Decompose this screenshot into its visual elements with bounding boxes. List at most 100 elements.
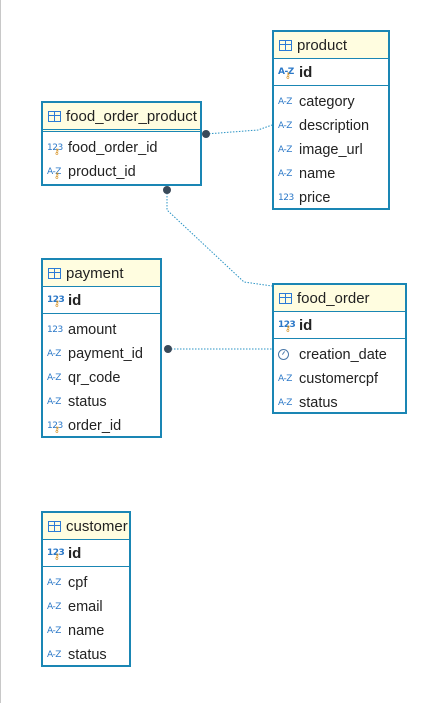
- column-name: id: [299, 316, 313, 334]
- table-title: payment: [66, 264, 124, 282]
- string-type-icon: A-Z: [278, 169, 292, 179]
- primary-key-row[interactable]: A-Z⚷ id: [274, 59, 388, 86]
- table-header[interactable]: product: [274, 32, 388, 59]
- column-name: status: [68, 647, 107, 663]
- edge-endpoint-dot: [164, 345, 172, 353]
- table-header[interactable]: payment: [43, 260, 160, 287]
- table-food-order[interactable]: food_order 123⚷ id creation_date A-Z cust…: [272, 283, 407, 414]
- numeric-key-type-icon: 123⚷: [47, 421, 63, 434]
- column-row[interactable]: A-Z status: [43, 390, 160, 414]
- numeric-type-icon: 123⚷: [47, 295, 65, 308]
- table-icon: [48, 267, 61, 279]
- column-name: description: [299, 118, 370, 134]
- string-type-icon: A-Z: [47, 602, 61, 612]
- column-row[interactable]: A-Z category: [274, 90, 388, 114]
- column-name: status: [299, 395, 338, 411]
- column-name: category: [299, 94, 355, 110]
- column-row[interactable]: A-Z email: [43, 595, 129, 619]
- primary-key-row[interactable]: 123⚷ id: [274, 312, 405, 339]
- key-icon: ⚷: [285, 71, 291, 80]
- column-row[interactable]: 123 amount: [43, 318, 160, 342]
- column-row[interactable]: A-Z name: [274, 162, 388, 186]
- table-icon: [279, 292, 292, 304]
- table-title: product: [297, 36, 348, 54]
- column-row[interactable]: 123⚷ food_order_id: [43, 136, 200, 160]
- column-name: id: [68, 544, 82, 562]
- column-row[interactable]: A-Z⚷ product_id: [43, 160, 200, 184]
- edge-food-order-product-to-product: [205, 124, 273, 135]
- string-type-icon: A-Z: [278, 398, 292, 408]
- key-icon: ⚷: [54, 147, 60, 156]
- column-row[interactable]: 123 price: [274, 186, 388, 210]
- numeric-type-icon: 123: [278, 193, 294, 203]
- numeric-type-icon: 123⚷: [278, 320, 296, 333]
- table-title: food_order: [297, 289, 370, 307]
- table-header[interactable]: food_order_product: [43, 103, 200, 132]
- numeric-key-type-icon: 123⚷: [47, 143, 63, 156]
- table-header[interactable]: customer: [43, 513, 129, 540]
- column-row[interactable]: A-Z name: [43, 619, 129, 643]
- column-row[interactable]: A-Z status: [43, 643, 129, 667]
- string-type-icon: A-Z⚷: [278, 67, 294, 80]
- column-name: customercpf: [299, 371, 378, 387]
- key-icon: ⚷: [285, 324, 291, 333]
- column-row[interactable]: creation_date: [274, 343, 405, 367]
- edge-food-order-product-to-food-order: [166, 190, 273, 287]
- column-name: name: [68, 623, 105, 639]
- primary-key-row[interactable]: 123⚷ id: [43, 540, 129, 567]
- column-name: email: [68, 599, 103, 615]
- column-row[interactable]: A-Z cpf: [43, 571, 129, 595]
- column-row[interactable]: A-Z customercpf: [274, 367, 405, 391]
- key-icon: ⚷: [54, 552, 60, 561]
- column-name: food_order_id: [68, 140, 158, 156]
- string-type-icon: A-Z: [47, 578, 61, 588]
- canvas-left-border: [0, 0, 1, 703]
- column-row[interactable]: A-Z status: [274, 391, 405, 415]
- string-type-icon: A-Z: [47, 626, 61, 636]
- column-name: order_id: [68, 418, 122, 434]
- column-name: status: [68, 394, 107, 410]
- string-type-icon: A-Z: [278, 374, 292, 384]
- key-icon: ⚷: [54, 171, 60, 180]
- column-name: image_url: [299, 142, 363, 158]
- column-name: id: [299, 63, 313, 81]
- column-name: product_id: [68, 164, 136, 180]
- table-title: customer: [66, 517, 128, 535]
- string-type-icon: A-Z: [47, 397, 61, 407]
- key-icon: ⚷: [54, 299, 60, 308]
- column-name: amount: [68, 322, 117, 338]
- column-name: name: [299, 166, 336, 182]
- key-icon: ⚷: [54, 425, 60, 434]
- table-header[interactable]: food_order: [274, 285, 405, 312]
- table-icon: [48, 110, 61, 122]
- column-row[interactable]: 123⚷ order_id: [43, 414, 160, 438]
- string-type-icon: A-Z: [47, 373, 61, 383]
- string-type-icon: A-Z: [278, 121, 292, 131]
- column-name: price: [299, 190, 331, 206]
- column-name: id: [68, 291, 82, 309]
- column-name: payment_id: [68, 346, 143, 362]
- string-key-type-icon: A-Z⚷: [47, 167, 61, 180]
- numeric-type-icon: 123: [47, 325, 63, 335]
- table-food-order-product[interactable]: food_order_product 123⚷ food_order_id A-Z…: [41, 101, 202, 186]
- string-type-icon: A-Z: [47, 650, 61, 660]
- edge-endpoint-dot: [202, 130, 210, 138]
- column-name: creation_date: [299, 347, 387, 363]
- table-customer[interactable]: customer 123⚷ id A-Z cpf A-Z email A-Z name…: [41, 511, 131, 667]
- table-icon: [279, 39, 292, 51]
- numeric-type-icon: 123⚷: [47, 548, 65, 561]
- column-row[interactable]: A-Z image_url: [274, 138, 388, 162]
- primary-key-row[interactable]: 123⚷ id: [43, 287, 160, 314]
- column-name: qr_code: [68, 370, 121, 386]
- column-row[interactable]: A-Z description: [274, 114, 388, 138]
- column-row[interactable]: A-Z payment_id: [43, 342, 160, 366]
- string-type-icon: A-Z: [278, 97, 292, 107]
- string-type-icon: A-Z: [278, 145, 292, 155]
- clock-icon: [278, 348, 296, 362]
- column-name: cpf: [68, 575, 88, 591]
- string-type-icon: A-Z: [47, 349, 61, 359]
- column-row[interactable]: A-Z qr_code: [43, 366, 160, 390]
